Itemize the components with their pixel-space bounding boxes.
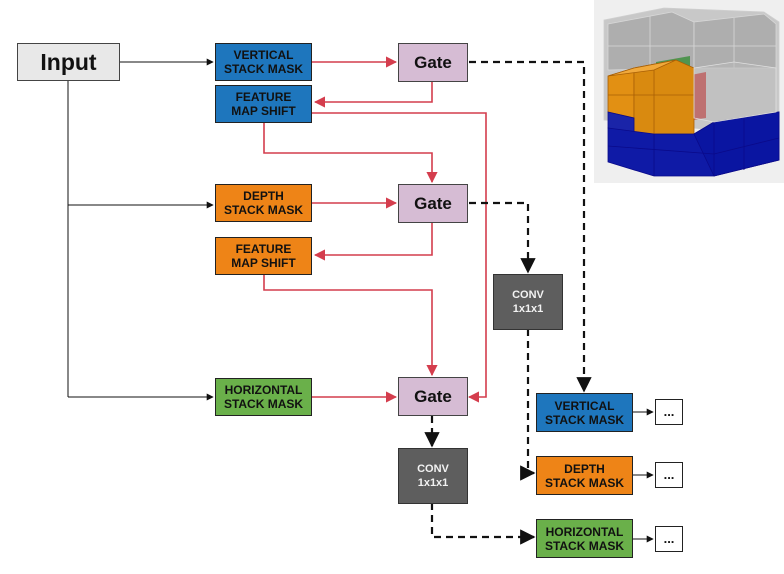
input-box: Input <box>17 43 120 81</box>
output-horizontal-stack-mask-label: HORIZONTAL STACK MASK <box>544 524 625 553</box>
gate-bottom: Gate <box>398 377 468 416</box>
output-vertical-stack-mask-label: VERTICAL STACK MASK <box>544 398 625 427</box>
vertical-stack-mask-label: VERTICAL STACK MASK <box>223 48 304 76</box>
output-vertical-stack-mask-box: VERTICAL STACK MASK <box>536 393 633 432</box>
ellipsis-box-horizontal: ... <box>655 526 683 552</box>
output-horizontal-stack-mask-box: HORIZONTAL STACK MASK <box>536 519 633 558</box>
vertical-feature-map-shift-label: FEATURE MAP SHIFT <box>231 90 296 118</box>
depth-stack-mask-label: DEPTH STACK MASK <box>223 189 304 217</box>
ellipsis-box-vertical: ... <box>655 399 683 425</box>
3d-voxel-cube-icon <box>603 7 780 177</box>
vertical-stack-mask-box: VERTICAL STACK MASK <box>215 43 312 81</box>
depth-stack-mask-box: DEPTH STACK MASK <box>215 184 312 222</box>
ellipsis-box-depth: ... <box>655 462 683 488</box>
output-depth-stack-mask-box: DEPTH STACK MASK <box>536 456 633 495</box>
ellipsis-label: ... <box>663 531 675 546</box>
gate-top: Gate <box>398 43 468 82</box>
ellipsis-label: ... <box>663 467 675 482</box>
dashed-output-links <box>424 60 592 545</box>
vertical-feature-map-shift-box: FEATURE MAP SHIFT <box>215 85 312 123</box>
depth-feature-map-shift-box: FEATURE MAP SHIFT <box>215 237 312 275</box>
input-label: Input <box>40 49 97 75</box>
gate-top-label: Gate <box>414 53 452 72</box>
horizontal-stack-mask-box: HORIZONTAL STACK MASK <box>215 378 312 416</box>
conv-right-label: CONV 1x1x1 <box>512 289 544 315</box>
gate-bottom-label: Gate <box>414 387 452 406</box>
voxel-cube-illustration <box>594 0 784 183</box>
horizontal-stack-mask-label: HORIZONTAL STACK MASK <box>223 383 304 411</box>
depth-feature-map-shift-label: FEATURE MAP SHIFT <box>231 242 296 270</box>
red-flow-links <box>263 56 487 403</box>
ellipsis-label: ... <box>663 404 675 419</box>
gate-middle: Gate <box>398 184 468 223</box>
conv-right-box: CONV 1x1x1 <box>493 274 563 330</box>
gate-middle-label: Gate <box>414 194 452 213</box>
conv-bottom-label: CONV 1x1x1 <box>417 463 449 489</box>
conv-bottom-box: CONV 1x1x1 <box>398 448 468 504</box>
output-depth-stack-mask-label: DEPTH STACK MASK <box>544 461 625 490</box>
input-links <box>67 58 654 543</box>
